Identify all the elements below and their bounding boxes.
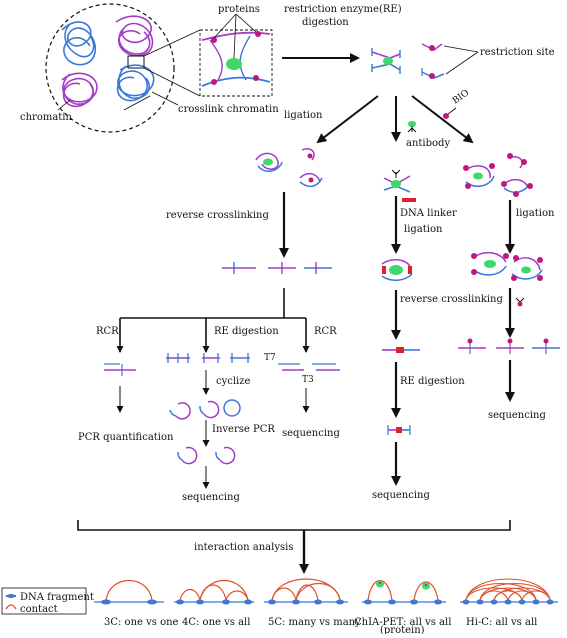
linker-fragment [382,347,420,353]
sequencing-inverse-label: sequencing [182,492,240,503]
chromatin-blue-tl [61,21,97,66]
interaction-analysis-bracket [77,520,511,531]
legend-contact-label: contact [20,604,58,615]
rcr-right-fragments [278,363,340,371]
reverse-crosslinking-mid-label: reverse crosslinking [400,294,503,305]
protein-pointers [123,13,257,111]
method-tracks [94,578,558,605]
antibody-complex [383,169,411,193]
digested-complexes [371,43,445,79]
zoom-box [199,29,273,97]
biotin-complexes [463,153,533,197]
legend-dna-fragment-icon [7,594,15,598]
inverse-pcr-circles [177,446,236,465]
track-hi-c [460,578,558,605]
rcr-left-fragments [104,363,136,376]
re-digestion-label-2: digestion [302,17,349,28]
ligation-left-label: ligation [284,110,323,121]
re-digestion-label-1: restriction enzyme(RE) [284,4,402,15]
interaction-analysis-label: interaction analysis [194,542,293,553]
method-hi-c-label: Hi-C: all vs all [466,617,537,628]
split-bracket-left [120,288,306,319]
chromatin-purple-bl [61,72,98,108]
crosslink-label: crosslink chromatin [178,104,279,115]
ligated-products-left [255,148,323,188]
sequencing-right-label: sequencing [488,410,546,421]
sequencing-right-branch-label: sequencing [282,428,340,439]
hic-ligated-complexes [471,251,543,281]
nucleus [45,3,175,133]
sequencing-mid-label: sequencing [372,490,430,501]
branch-arrow-left [316,95,379,144]
method-4c-label: 4C: one vs all [182,617,250,628]
legend-contact-icon [5,604,17,610]
antibody-marker [407,121,417,133]
cyclized-circles [169,399,241,420]
bio-label: BIO [451,88,471,106]
streptavidin-marker [515,297,525,307]
dna-linker-label: DNA linker [400,208,457,219]
ligation-right-label: ligation [516,208,555,219]
t7-label: T7 [264,353,276,363]
re-digestion-branch-label: RE digestion [214,326,279,337]
restriction-site-label: restriction site [480,47,555,58]
cyclize-label: cyclize [216,376,251,387]
rcr-right-label: RCR [314,326,337,337]
dna-linker-bar [402,198,416,202]
track-chia-pet [362,580,446,605]
t3-label: T3 [302,375,314,385]
track-5c [264,578,348,605]
legend [1,587,87,615]
biotin-fragments [458,338,560,354]
inverse-pcr-label: Inverse PCR [212,424,275,435]
biotin-marker [443,107,457,119]
linker-ligated-complex [381,259,413,281]
linear-fragments-left [222,262,332,274]
zoom-lines [143,29,201,97]
chromatin-purple-tr [115,15,154,57]
chromatin-label: chromatin [20,112,73,123]
proteins-label: proteins [218,4,260,15]
pcr-quant-label: PCR quantification [78,432,174,443]
reverse-crosslinking-left-label: reverse crosslinking [166,210,269,221]
re-digest-fragments [166,353,250,363]
method-chia-pet-label: ChIA-PET: all vs all [354,617,451,628]
antibody-label: antibody [406,138,450,149]
legend-dna-label: DNA fragment [20,592,94,603]
ligation-mid-label: ligation [404,224,443,235]
rcr-left-label: RCR [96,326,119,337]
re-digestion-mid-label: RE digestion [400,376,465,387]
method-5c-label: 5C: many vs many [268,617,361,628]
digested-linker-fragment [387,425,411,435]
method-chia-pet-sublabel: (protein) [380,625,425,634]
track-4c [174,579,254,605]
branch-arrow-right [411,95,474,144]
method-3c-label: 3C: one vs one [104,617,179,628]
track-3c [94,579,164,605]
chromatin-blue-br [116,64,155,102]
